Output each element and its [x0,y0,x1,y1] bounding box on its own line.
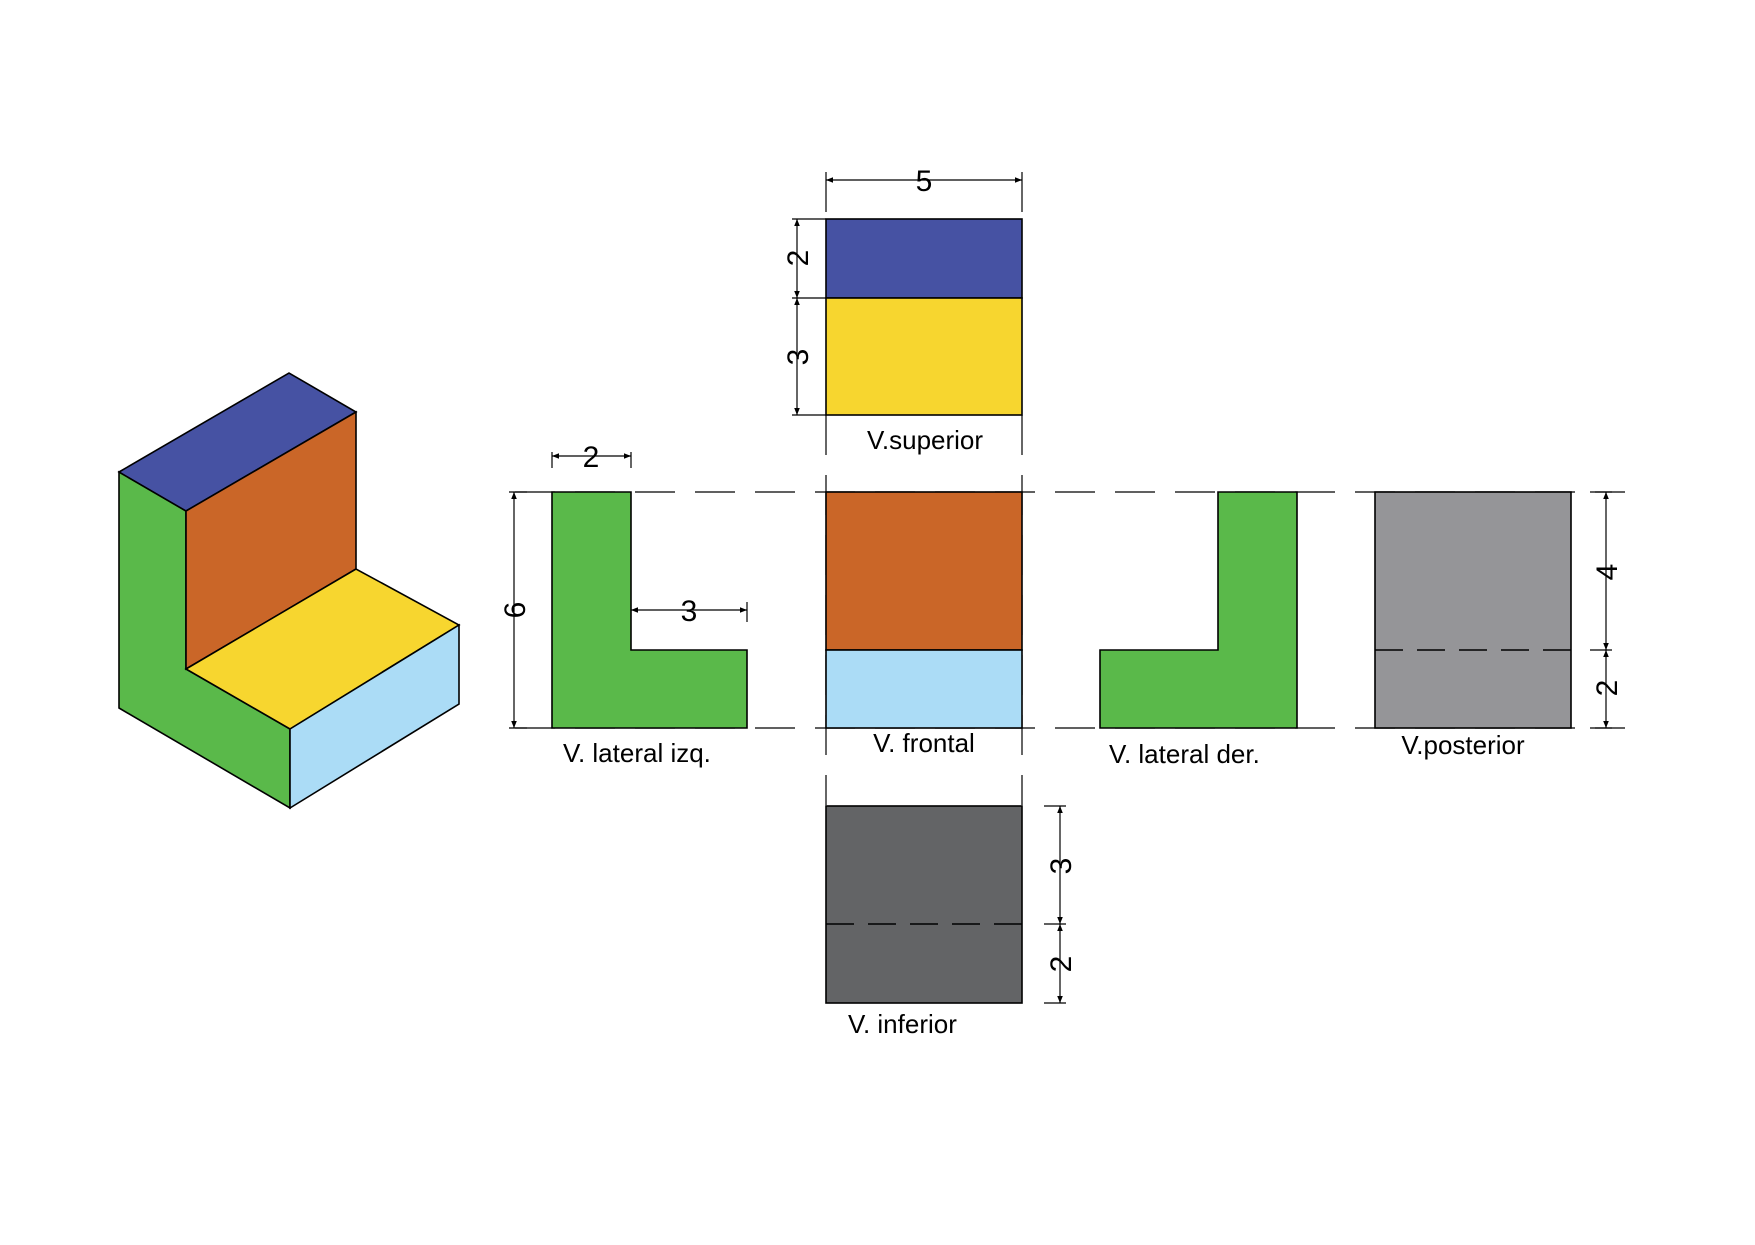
label-frontal: V. frontal [873,728,975,758]
front-view-lower [825,649,1023,729]
top-view-step-strip [825,297,1023,416]
bottom-view: V. inferior [825,805,1023,1039]
dim-side-step: 3 [681,595,698,628]
right-view-l-shape [1099,491,1298,729]
bottom-view-face [825,805,1023,1004]
front-view: V. frontal [825,491,1023,758]
right-side-view: V. lateral der. [1099,491,1298,769]
label-superior: V.superior [867,425,983,455]
left-view-l-shape [551,491,748,729]
dim-height: 6 [499,602,532,619]
isometric-view [117,372,461,810]
dim-back-upper: 4 [1591,564,1624,581]
back-view: V.posterior [1374,491,1572,760]
top-view: V.superior [825,218,1023,455]
dim-side-thickness: 2 [583,441,600,474]
top-view-back-strip [825,218,1023,299]
iso-front-lower-face [289,623,460,810]
dim-bottom-upper: 3 [1045,858,1078,875]
back-view-face [1374,491,1572,729]
dim-top-step-depth: 3 [782,349,815,366]
front-view-upper [825,491,1023,651]
label-posterior: V.posterior [1401,730,1525,760]
label-lateral-izq: V. lateral izq. [563,738,711,768]
label-inferior: V. inferior [848,1009,957,1039]
dim-bottom-lower: 2 [1045,956,1078,973]
dimensions: 5 2 3 2 3 6 4 2 3 [499,165,1624,1004]
dim-back-lower: 2 [1591,680,1624,697]
dim-width: 5 [916,165,933,198]
dim-top-back-depth: 2 [782,250,815,267]
left-side-view: V. lateral izq. [551,491,748,768]
label-lateral-der: V. lateral der. [1109,739,1260,769]
